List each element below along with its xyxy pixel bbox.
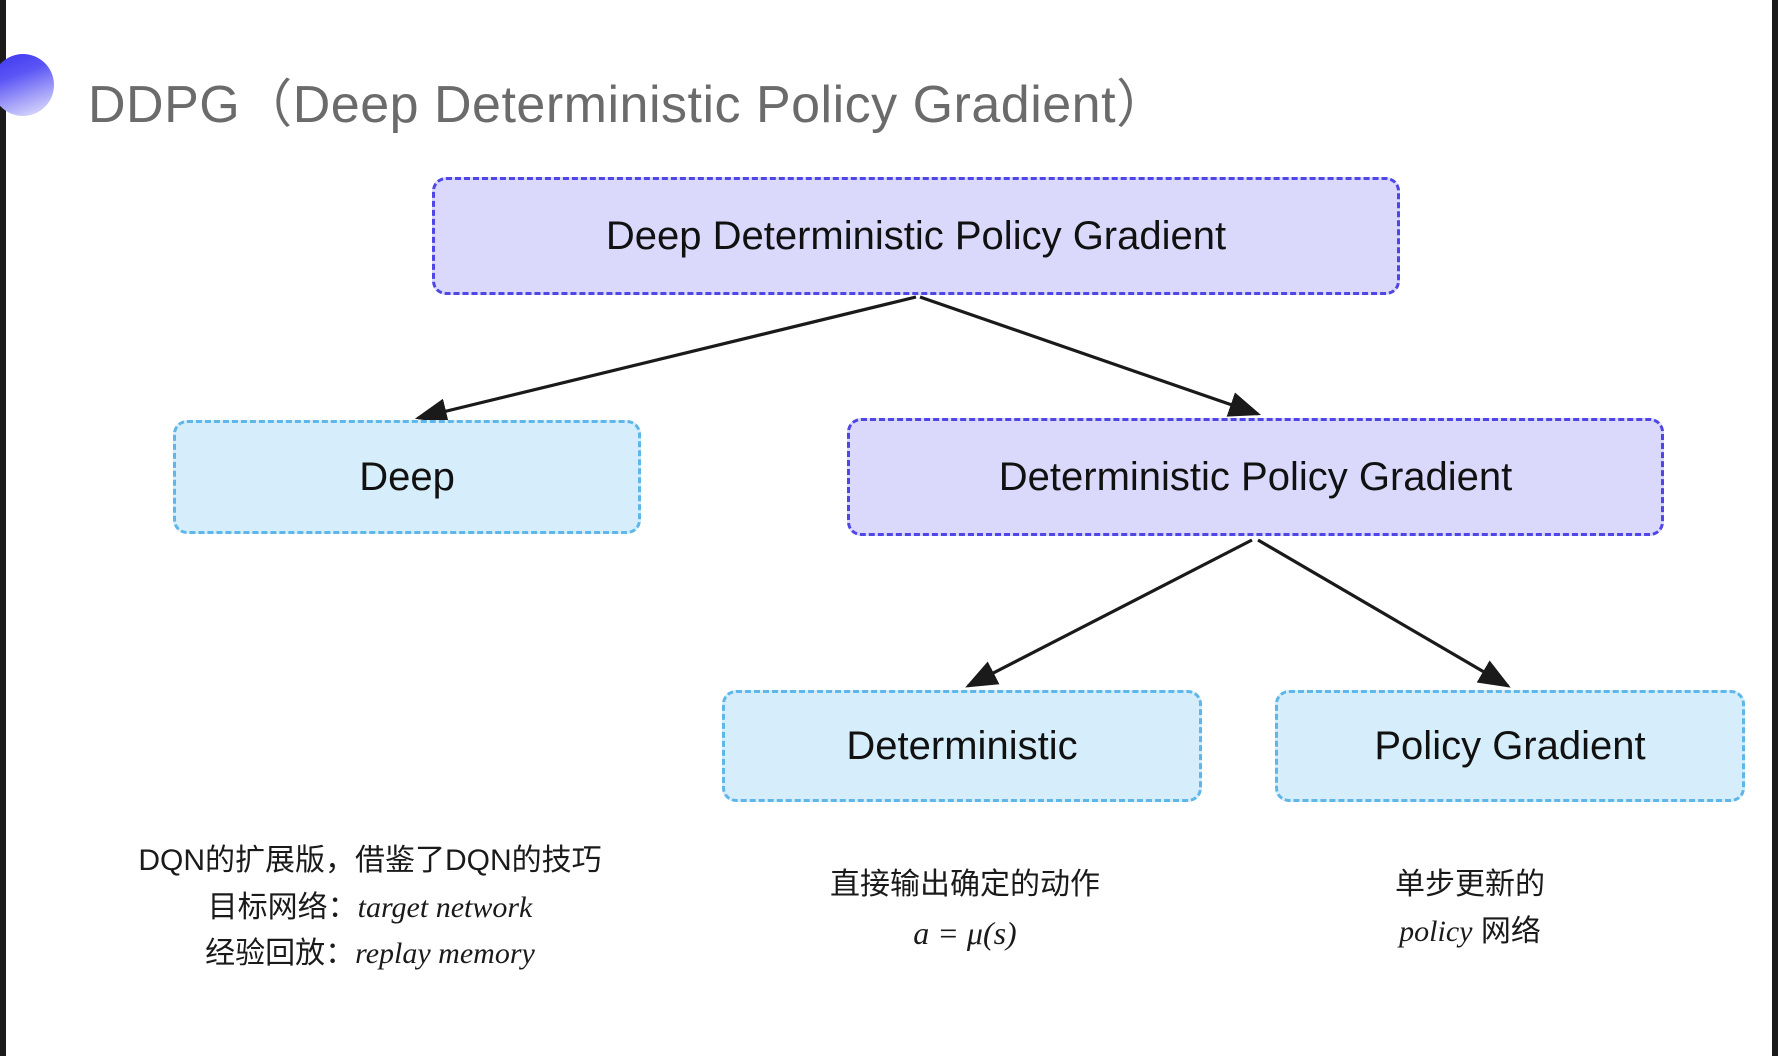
node-deep-deterministic-policy-gradient[interactable]: Deep Deterministic Policy Gradient	[432, 177, 1400, 295]
caption-policy-gradient: 单步更新的 policy 网络	[1300, 862, 1640, 955]
caption-deterministic-line1: 直接输出确定的动作	[830, 868, 1100, 901]
node-deep[interactable]: Deep	[173, 420, 641, 534]
caption-deep: DQN的扩展版，借鉴了DQN的技巧 目标网络：target network 经验…	[90, 838, 650, 978]
caption-deep-line3-term: replay memory	[355, 937, 535, 970]
edge-root-to-dpg	[919, 295, 1262, 417]
node-deterministic-policy-gradient[interactable]: Deterministic Policy Gradient	[847, 418, 1664, 536]
caption-policy-gradient-line1: 单步更新的	[1395, 868, 1545, 901]
caption-policy-gradient-line2: policy 网络	[1300, 909, 1640, 956]
caption-deep-line2: 目标网络：target network	[90, 885, 650, 932]
caption-deep-line1: DQN的扩展版，借鉴了DQN的技巧	[138, 844, 602, 877]
node-policy-gradient[interactable]: Policy Gradient	[1275, 690, 1745, 802]
caption-deterministic-formula: a = μ(s)	[913, 914, 1017, 951]
edge-dpg-to-deterministic	[965, 538, 1253, 688]
caption-deep-line3: 经验回放：replay memory	[90, 931, 650, 978]
caption-policy-gradient-term: policy	[1399, 914, 1473, 948]
caption-deep-line2-term: target network	[357, 890, 533, 924]
page-title: DDPG（Deep Deterministic Policy Gradient）	[88, 76, 1169, 134]
edge-root-to-deep	[414, 295, 917, 424]
caption-deep-line3-label: 经验回放：	[205, 937, 356, 970]
node-deterministic[interactable]: Deterministic	[722, 690, 1202, 802]
caption-deterministic: 直接输出确定的动作 a = μ(s)	[740, 862, 1190, 958]
right-edge-strip	[1772, 0, 1778, 1056]
caption-deep-line2-label: 目标网络：	[207, 890, 358, 924]
title-bullet-circle-icon	[0, 54, 54, 116]
edge-dpg-to-policy-gradient	[1257, 538, 1511, 688]
left-edge-strip	[0, 0, 6, 1056]
caption-policy-gradient-suffix: 网络	[1472, 914, 1541, 948]
